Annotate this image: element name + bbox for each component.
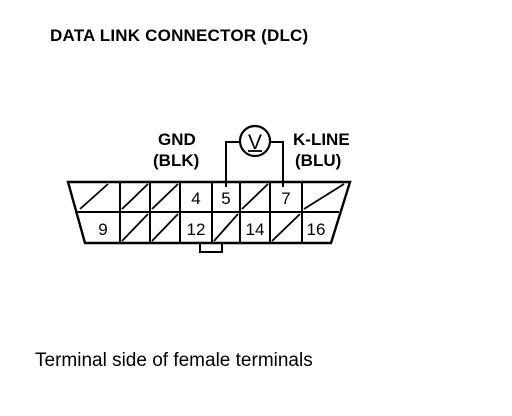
pin-14: 14 [246,220,265,239]
unused-terminal-hatching-bottom [121,213,301,242]
gnd-probe-wire [225,141,240,187]
pin-5: 5 [221,189,230,208]
bottom-row-dividers [119,212,303,243]
connector-outline [66,180,352,245]
kline-probe-wire [271,141,284,187]
pin-16: 16 [307,220,326,239]
gnd-color-label: (BLK) [153,151,199,170]
pin-9: 9 [98,220,107,239]
kline-label: K-LINE [293,130,350,149]
caption: Terminal side of female terminals [35,350,313,371]
page-title: DATA LINK CONNECTOR (DLC) [50,26,309,45]
connector-tab [199,243,223,253]
unused-terminal-hatching-top [79,183,345,210]
pin-4: 4 [191,189,200,208]
pin-12: 12 [187,220,206,239]
voltmeter-icon [238,124,272,158]
pin-7: 7 [281,189,290,208]
kline-color-label: (BLU) [295,151,341,170]
gnd-label: GND [158,130,196,149]
voltmeter-symbol: V [248,131,262,154]
top-row-dividers [119,182,303,212]
